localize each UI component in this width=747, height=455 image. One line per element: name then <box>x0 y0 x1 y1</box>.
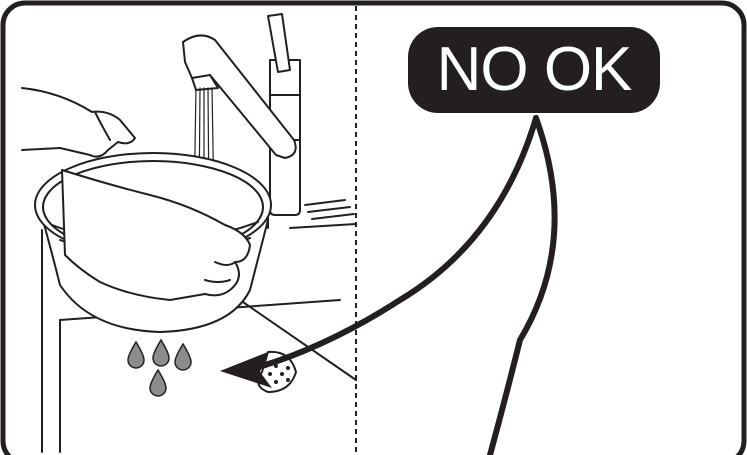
no-ok-label: NO OK <box>408 27 660 113</box>
